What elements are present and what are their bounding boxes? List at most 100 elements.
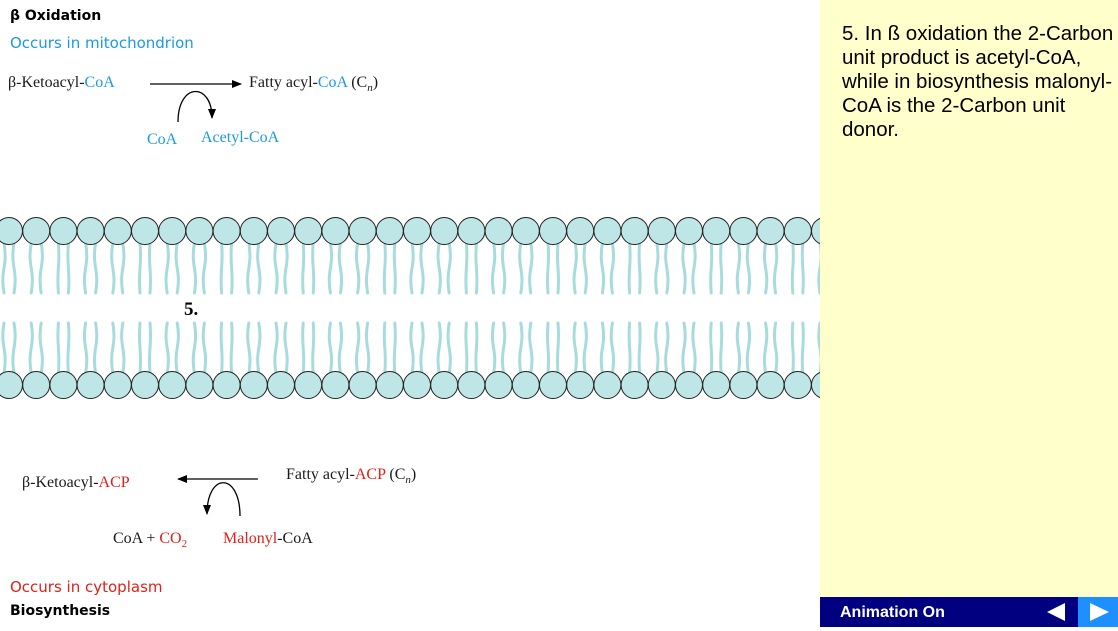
lipid-tail bbox=[464, 321, 469, 375]
bottom-fatty-acyl-prefix: Fatty acyl- bbox=[286, 466, 355, 483]
lipid-tail bbox=[474, 321, 479, 375]
lipid-tail bbox=[92, 321, 99, 375]
lipid-tail bbox=[500, 241, 507, 295]
lipid-tail bbox=[800, 321, 805, 375]
bottom-fatty-acyl-acp-mid: ACP bbox=[354, 466, 386, 483]
lipid-tail bbox=[110, 321, 116, 375]
lipid-tail bbox=[555, 321, 561, 375]
lipid-tail bbox=[518, 321, 524, 375]
lipid-tail bbox=[273, 241, 279, 295]
lipid-tail bbox=[735, 241, 742, 295]
lipid-tail bbox=[681, 321, 687, 375]
lipid-tail bbox=[555, 241, 561, 295]
lipid-tail bbox=[82, 321, 89, 375]
lipid-tail bbox=[464, 241, 469, 295]
lipid-tail bbox=[681, 241, 687, 295]
lipid-tail bbox=[28, 241, 34, 295]
lipid-tail bbox=[147, 321, 153, 375]
bottom-curved-arrow bbox=[203, 482, 241, 517]
bottom-product-co2: CO bbox=[159, 530, 182, 547]
lipid-tail bbox=[219, 241, 224, 295]
lipid-tail bbox=[735, 321, 742, 375]
lipid-tail bbox=[229, 241, 234, 295]
lipid-tail bbox=[518, 241, 524, 295]
lipid-tail bbox=[11, 321, 17, 375]
lipid-tail bbox=[229, 321, 234, 375]
lipid-tail bbox=[474, 241, 479, 295]
lipid-tail bbox=[654, 321, 660, 375]
top-fatty-acyl-coa: Fatty acyl-CoA (Cn) bbox=[249, 74, 378, 94]
lipid-tail bbox=[637, 241, 642, 295]
lipid-tail bbox=[436, 241, 442, 295]
next-button[interactable] bbox=[1078, 597, 1118, 627]
lipid-tail bbox=[147, 241, 153, 295]
lipid-tail bbox=[354, 321, 361, 375]
lipid-head bbox=[811, 371, 820, 399]
lipid-tail bbox=[28, 321, 34, 375]
cytoplasm-location: Occurs in cytoplasm bbox=[10, 578, 163, 596]
lipid-tail bbox=[283, 241, 289, 295]
lipid-tail bbox=[572, 241, 578, 295]
lipid-tail bbox=[38, 321, 44, 375]
lipid-tail bbox=[354, 241, 361, 295]
animation-toggle[interactable]: Animation On bbox=[840, 604, 945, 621]
lipid-tail bbox=[436, 321, 442, 375]
explanation-text: 5. In ß oxidation the 2-Carbon unit prod… bbox=[842, 22, 1114, 141]
lipid-tail bbox=[246, 321, 252, 375]
lipid-tail bbox=[38, 241, 44, 295]
lipid-tail bbox=[627, 241, 632, 295]
top-ketoacyl-coa: β-Ketoacyl-CoA bbox=[8, 74, 115, 92]
lipid-tail bbox=[528, 321, 534, 375]
previous-button[interactable] bbox=[1038, 597, 1078, 627]
lipid-tail bbox=[599, 321, 606, 375]
lipid-tail bbox=[201, 241, 208, 295]
lipid-tail bbox=[301, 321, 306, 375]
lipid-tail bbox=[56, 321, 61, 375]
lipid-tail bbox=[719, 321, 724, 375]
top-curved-arrow bbox=[177, 90, 216, 123]
lipid-tail bbox=[301, 241, 306, 295]
lipid-tail bbox=[709, 241, 714, 295]
lipid-tail bbox=[409, 321, 415, 375]
lipid-tail bbox=[174, 241, 180, 295]
lipid-tail bbox=[582, 241, 588, 295]
lipid-tail bbox=[762, 321, 769, 375]
lipid-tail bbox=[419, 241, 425, 295]
lipid-tail bbox=[327, 321, 334, 375]
bottom-ketoacyl-acp: β-Ketoacyl-ACP bbox=[22, 474, 130, 492]
bottom-ketoacyl-prefix: β-Ketoacyl- bbox=[22, 474, 99, 491]
lipid-tail bbox=[164, 321, 170, 375]
lipid-tail bbox=[490, 241, 497, 295]
lipid-tail bbox=[120, 321, 126, 375]
lipid-tail bbox=[191, 321, 198, 375]
lipid-tail bbox=[719, 241, 724, 295]
lipid-tail bbox=[219, 321, 224, 375]
bottom-fatty-acyl-open: (C bbox=[385, 466, 406, 483]
lipid-tail bbox=[609, 321, 616, 375]
bottom-fatty-acyl-close: ) bbox=[410, 466, 417, 483]
lipid-tail bbox=[545, 241, 551, 295]
lipid-tail bbox=[337, 321, 344, 375]
lipid-tail bbox=[817, 321, 820, 375]
biosynthesis-title: Biosynthesis bbox=[10, 603, 111, 619]
lipid-tail bbox=[691, 321, 697, 375]
lipid-tail bbox=[790, 241, 795, 295]
lipid-tail bbox=[256, 241, 262, 295]
reaction-arrows bbox=[150, 80, 258, 517]
top-cofactor-coa: CoA bbox=[147, 131, 178, 148]
lipid-tail bbox=[1, 321, 7, 375]
bottom-fatty-acyl-acp: Fatty acyl-ACP (Cn) bbox=[286, 466, 416, 486]
lipid-tail bbox=[664, 321, 670, 375]
beta-oxidation-title: β Oxidation bbox=[10, 8, 102, 24]
lipid-tail bbox=[137, 321, 143, 375]
lipid-tail bbox=[772, 321, 779, 375]
lipid-tail bbox=[609, 241, 616, 295]
lipid-tail bbox=[92, 241, 99, 295]
lipid-tail bbox=[164, 241, 170, 295]
bottom-fatty-acyl-sub: n bbox=[405, 474, 411, 487]
bottom-malonyl-prefix: Malonyl bbox=[223, 530, 278, 547]
bottom-malonyl-coa: Malonyl-CoA bbox=[223, 530, 313, 548]
lipid-bilayer-membrane bbox=[0, 217, 820, 399]
lipid-tail bbox=[654, 241, 660, 295]
bottom-products: CoA + CO2 bbox=[113, 530, 187, 550]
